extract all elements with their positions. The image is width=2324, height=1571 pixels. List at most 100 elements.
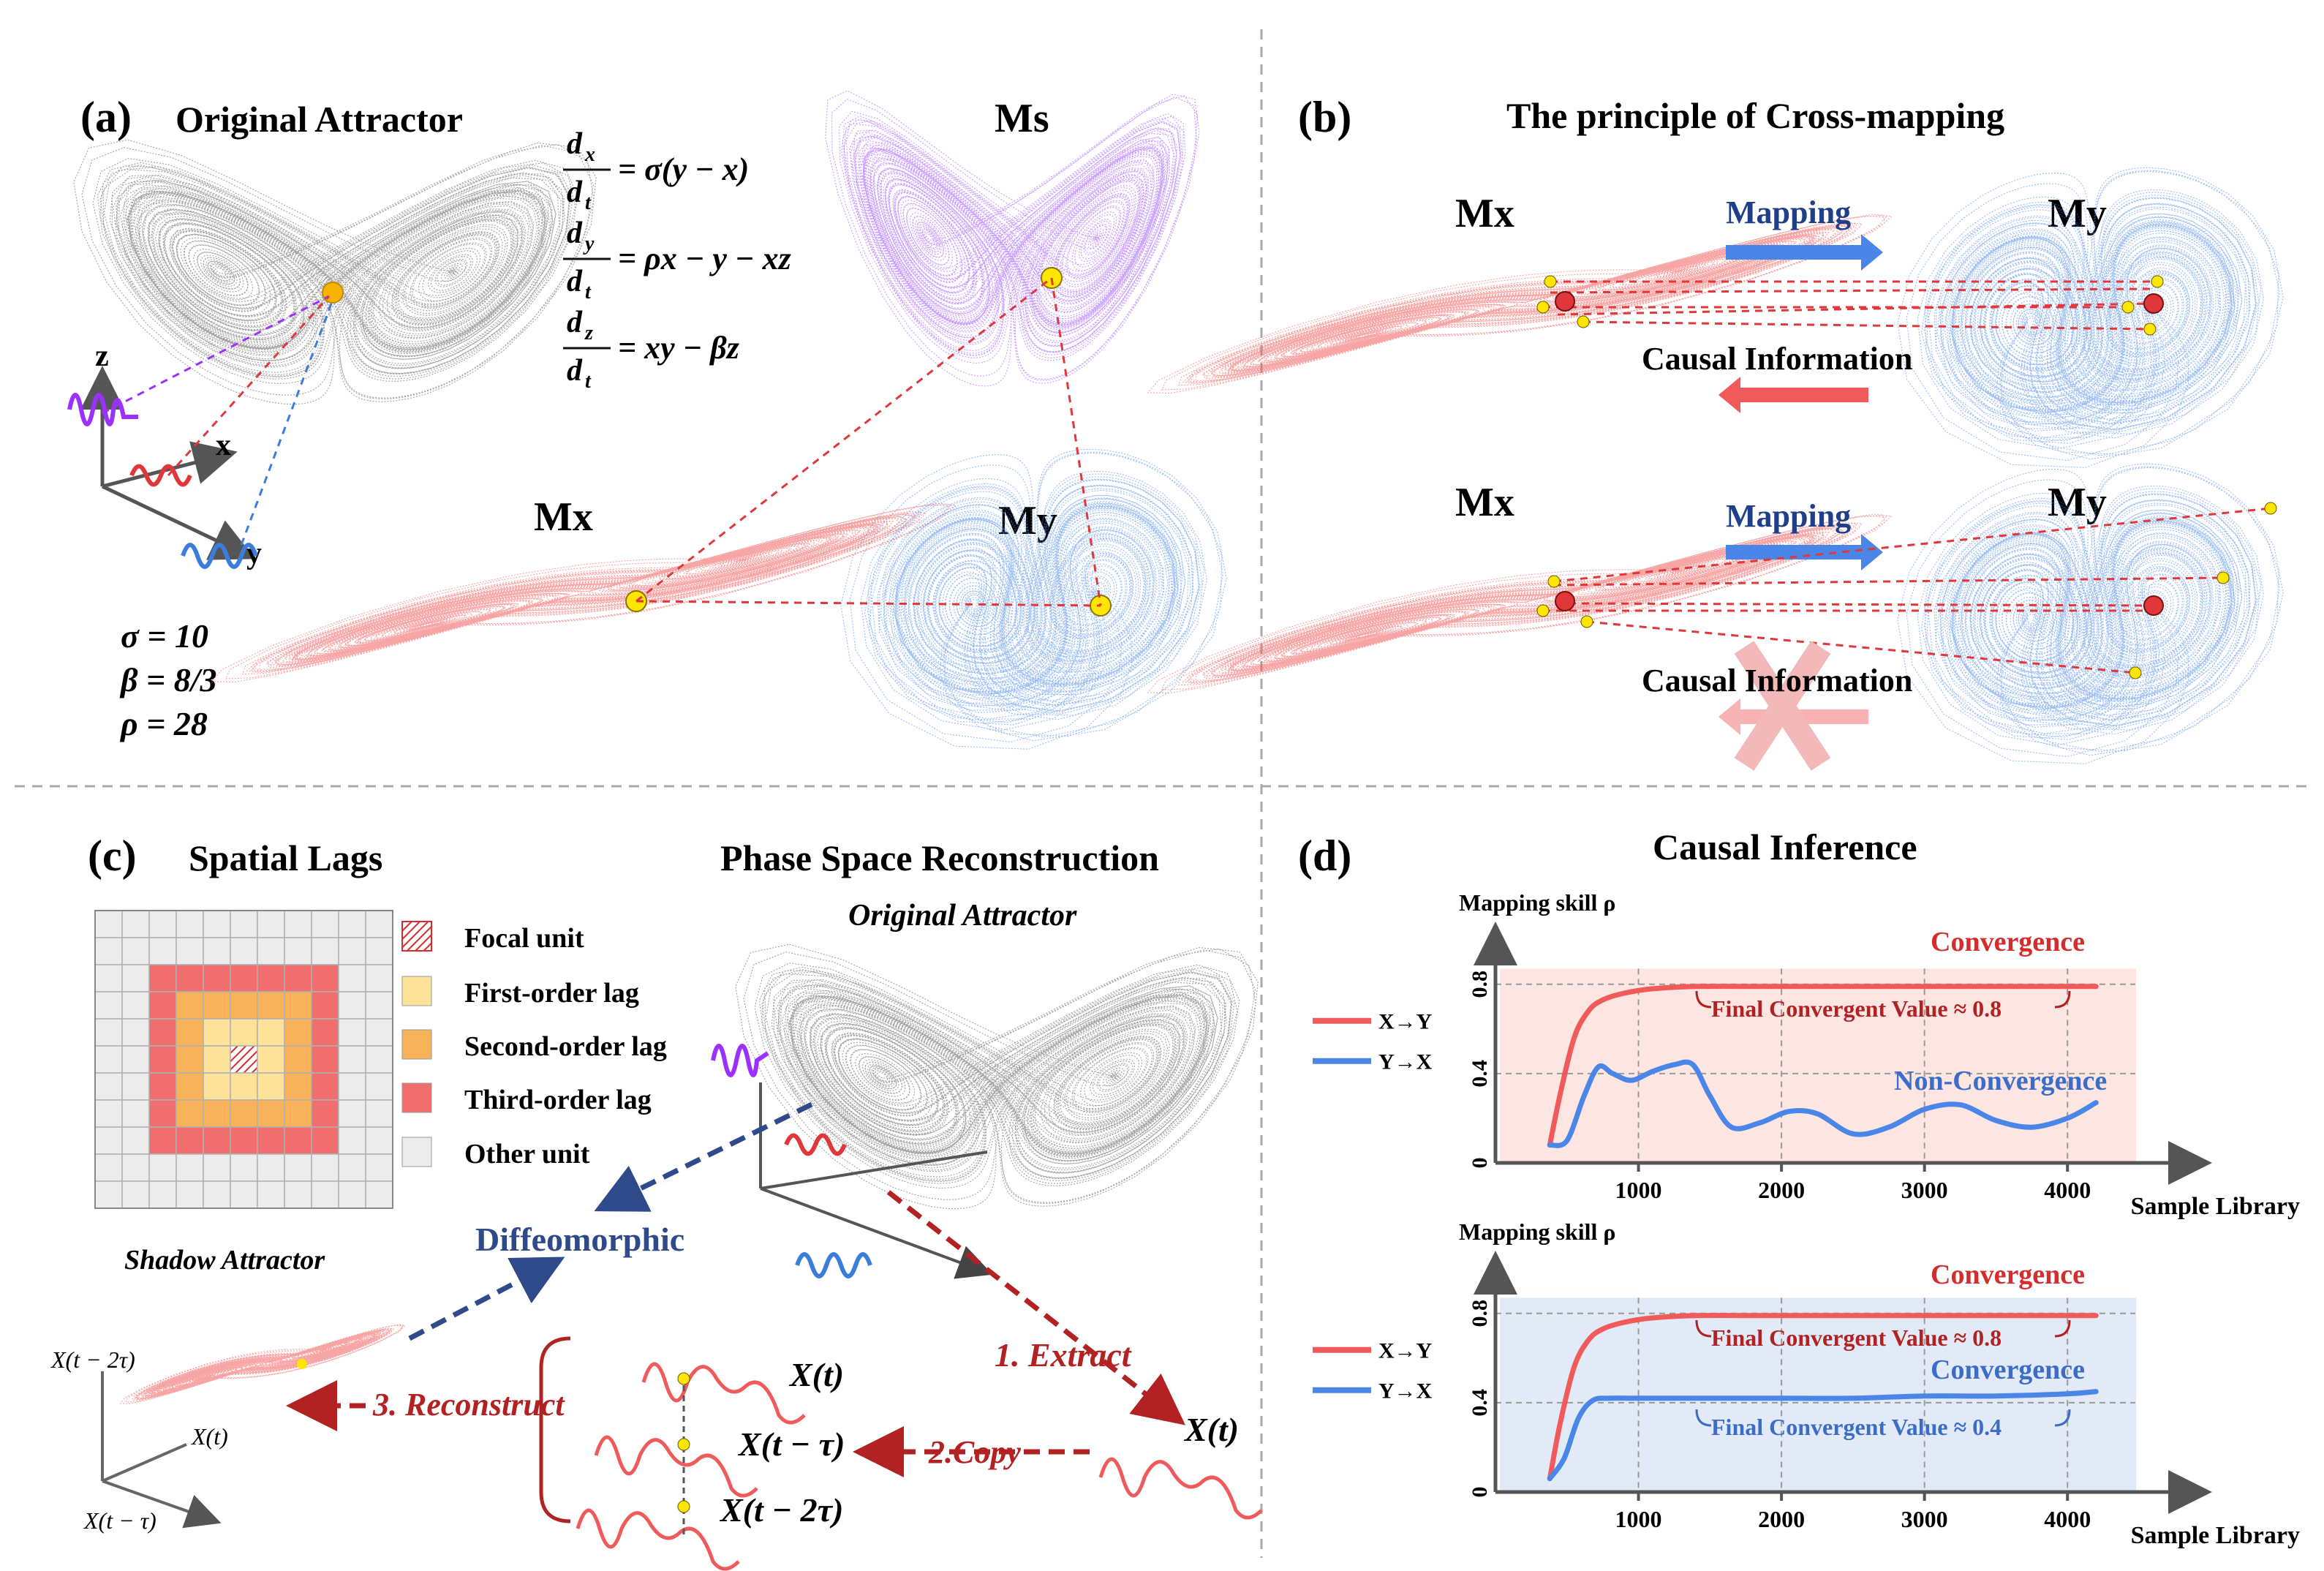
grid-cell <box>203 937 231 965</box>
grid-cell <box>230 991 258 1020</box>
grid-cell <box>148 1099 177 1128</box>
grid-cell <box>284 1045 312 1074</box>
grid-cell <box>121 1018 150 1047</box>
x-tick-label: 3000 <box>1901 1506 1948 1532</box>
grid-cell <box>176 1126 204 1155</box>
extracted-series-label: X(t) <box>1183 1411 1239 1448</box>
ms-label: Ms <box>995 96 1049 141</box>
grid-cell <box>257 1126 285 1155</box>
grid-cell <box>94 1153 123 1182</box>
extract-arrow <box>886 1190 1186 1425</box>
grid-cell <box>121 1072 150 1101</box>
grid-cell <box>94 910 123 938</box>
grid-cell <box>257 1072 285 1101</box>
axes-3d: z x y <box>67 295 334 570</box>
eq-denominator: d <box>567 265 583 298</box>
x-tick-label: 2000 <box>1758 1177 1805 1203</box>
grid-cell <box>148 1126 177 1155</box>
series-bracket <box>539 1336 571 1523</box>
x-tick-label: 3000 <box>1901 1177 1948 1203</box>
x-tick-label: 1000 <box>1615 1177 1662 1203</box>
eq-denominator-sub: t <box>585 192 592 214</box>
grid-cell <box>176 910 204 938</box>
lagged-series <box>576 1362 806 1571</box>
y-tick-label: 0.4 <box>1468 1389 1492 1417</box>
grid-cell <box>121 1045 150 1074</box>
grid-cell <box>94 991 123 1020</box>
shadow-point-marker <box>297 1359 307 1369</box>
grid-cell <box>311 1018 339 1047</box>
x-tick-label: 1000 <box>1615 1506 1662 1532</box>
eq-rhs: = ρx − y − xz <box>618 241 791 276</box>
reconstruct-label: 3. Reconstruct <box>372 1387 565 1423</box>
grid-cell <box>365 910 393 938</box>
original-attractor-caption: Original Attractor <box>848 899 1077 933</box>
y-axis-label: Mapping skill ρ <box>1459 1218 1616 1245</box>
c-axes-3d <box>711 1044 993 1279</box>
grid-cell <box>338 910 366 938</box>
legend-second-swatch <box>401 1029 432 1060</box>
grid-cell <box>230 1126 258 1155</box>
axis-z-label: z <box>95 339 109 373</box>
grid-cell <box>203 991 231 1020</box>
grid-cell <box>121 991 150 1020</box>
series-line-x-to-y <box>1547 1313 2099 1482</box>
grid-cell <box>311 1126 339 1155</box>
grid-cell <box>338 964 366 992</box>
grid-border <box>94 910 393 1209</box>
grid-cell <box>311 991 339 1020</box>
series-line-y-to-x <box>1547 1389 2099 1482</box>
param-rho: ρ = 28 <box>119 705 208 742</box>
panel-c-letter: (c) <box>88 832 137 880</box>
shadow-axis-t: X(t) <box>190 1423 228 1450</box>
grid-cell <box>176 1099 204 1128</box>
y-tick-label: 0.8 <box>1468 1300 1492 1327</box>
panel-b-title: The principle of Cross-mapping <box>1506 95 2004 136</box>
legend-label: Y→X <box>1378 1379 1433 1404</box>
shadow-axes: X(t − 2τ) X(t) X(t − τ) <box>50 1346 228 1534</box>
diffeomorphic-arrow-up <box>594 1101 813 1212</box>
shadow-attractor <box>119 1324 406 1404</box>
grid-cell <box>203 1153 231 1182</box>
shadow-axis-2tau: X(t − 2τ) <box>50 1346 135 1373</box>
grid-cell <box>257 937 285 965</box>
ms-attractor-purple <box>825 90 1200 387</box>
grid-cell <box>338 991 366 1020</box>
grid-cell <box>365 1072 393 1101</box>
lag-legend: Focal unit First-order lag Second-order … <box>401 921 667 1169</box>
legend-first-swatch <box>401 976 432 1006</box>
grid-cell <box>203 1018 231 1047</box>
y-tick-label: 0 <box>1468 1487 1492 1498</box>
panel-b-letter: (b) <box>1298 93 1351 141</box>
grid-cell <box>176 964 204 992</box>
eq-numerator: d <box>567 306 583 339</box>
b-bottom-mapping-lines <box>1536 502 2277 679</box>
annotation-brace <box>1695 990 2071 1009</box>
grid-cell <box>121 1180 150 1209</box>
chart-annotation: Final Convergent Value ≈ 0.4 <box>1711 1414 2002 1440</box>
grid-cell <box>203 1099 231 1128</box>
grid-cell <box>311 910 339 938</box>
eq-denominator: d <box>567 354 583 388</box>
grid-cell <box>148 991 177 1020</box>
shadow-axis-tau: X(t − τ) <box>83 1507 156 1534</box>
grid-cell <box>284 1099 312 1128</box>
grid-cell <box>365 937 393 965</box>
grid-cell <box>121 910 150 938</box>
y-axis-label: Mapping skill ρ <box>1459 889 1616 916</box>
legend-third-swatch <box>401 1082 432 1113</box>
extracted-series <box>1098 1457 1263 1520</box>
grid-cell <box>148 1072 177 1101</box>
grid-cell <box>148 964 177 992</box>
eq-rhs: = σ(y − x) <box>618 151 749 187</box>
grid-cell <box>338 1018 366 1047</box>
grid-cell <box>94 1099 123 1128</box>
b-bottom-mx-attractor <box>1147 513 1893 694</box>
grid-cell <box>365 964 393 992</box>
grid-cell <box>338 1072 366 1101</box>
grid-cell <box>148 1153 177 1182</box>
x-axis-label: Sample Library <box>2131 1522 2300 1549</box>
b-bottom-mapping-label: Mapping <box>1726 498 1851 534</box>
b-top-mapping-lines <box>1536 275 2164 336</box>
